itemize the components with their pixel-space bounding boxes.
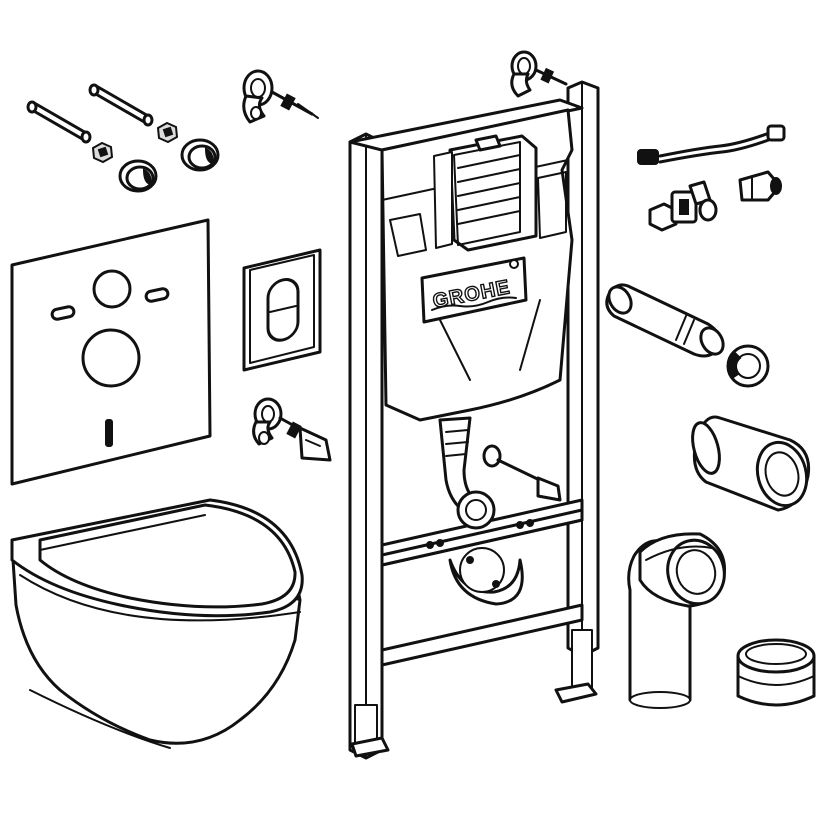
drain-elbow (627, 532, 726, 709)
installation-frame (348, 50, 600, 760)
mounting-bolt-right (88, 83, 154, 127)
valve-connector (738, 170, 782, 202)
flush-pipe (605, 283, 725, 358)
concealed-cistern: GROHE (380, 108, 574, 530)
flush-pipe-seal (726, 344, 770, 388)
dome-cap-right (180, 138, 220, 172)
dome-cap-left (118, 159, 158, 193)
wall-bracket-top (242, 69, 319, 124)
soft-close-seat (10, 498, 304, 622)
angle-valve (648, 180, 718, 232)
water-supply-hose (637, 124, 786, 165)
brand-badge: GROHE (420, 256, 528, 324)
hex-nut-left (91, 141, 114, 164)
drain-connector (691, 415, 811, 512)
flush-plate (242, 248, 322, 372)
sound-insulation-mat (10, 218, 212, 486)
pipe-cap (736, 638, 816, 707)
mounting-bolt-left (26, 100, 92, 144)
hex-nut-right (156, 121, 179, 144)
wall-bracket-middle (252, 397, 332, 462)
